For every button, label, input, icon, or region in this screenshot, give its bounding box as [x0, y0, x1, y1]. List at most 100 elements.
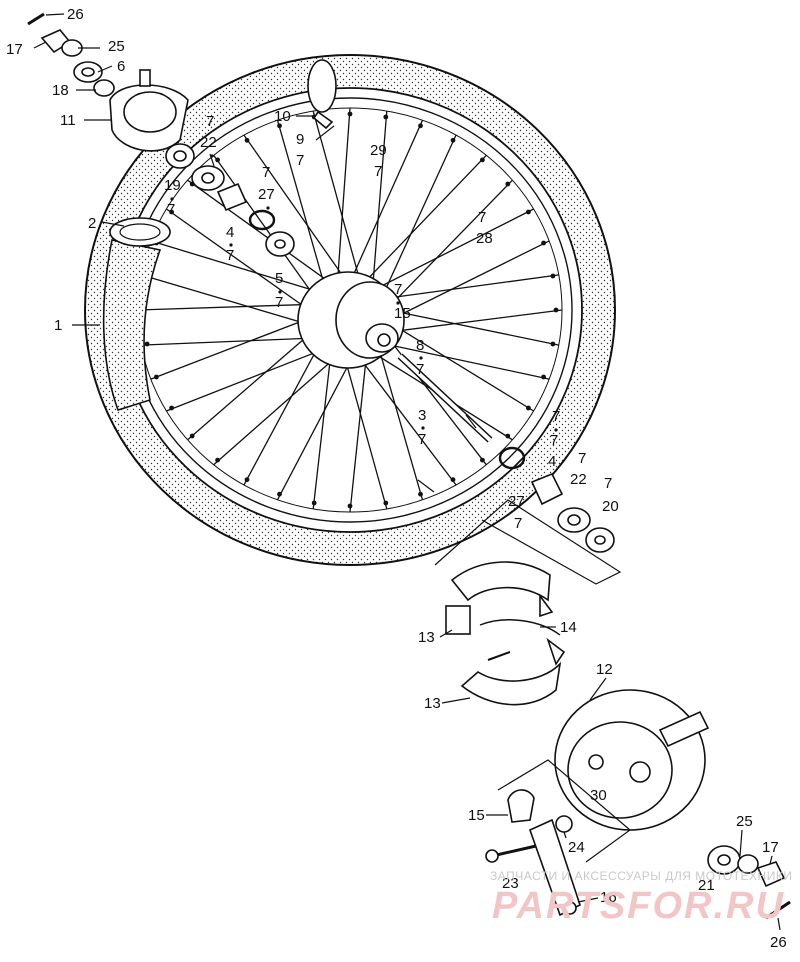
label-12: 12 [596, 661, 613, 678]
label-22-right: 22 [570, 471, 587, 488]
spoke-nipple [311, 500, 317, 506]
cotter-pin-bottom [765, 900, 791, 920]
spoke-nipple [244, 477, 250, 483]
label-27-top: 27 [258, 186, 275, 203]
label-22-top: 22 [200, 134, 217, 151]
circlip-27-right [498, 446, 526, 470]
label-3-sub: 7 [418, 431, 426, 448]
label-29: 29 [370, 142, 387, 159]
spoke-nipple [169, 209, 175, 215]
spoke [187, 179, 332, 284]
label-18: 18 [52, 82, 69, 99]
brake-cam-15 [507, 789, 535, 823]
spoke [388, 274, 559, 299]
spoke [378, 208, 534, 288]
spoke [383, 134, 457, 293]
group-bracket-right [434, 499, 622, 585]
label-7-h: 7 [604, 475, 612, 492]
label-19: 19 [164, 177, 181, 194]
spoke [243, 343, 321, 486]
label-25-bottom: 25 [736, 813, 753, 830]
nut-18 [93, 79, 115, 97]
label-15-hub: 15 [394, 305, 411, 322]
label-9: 9 [296, 131, 304, 148]
label-24: 24 [568, 839, 585, 856]
spoke-nipple [450, 137, 456, 143]
spoke-nipple [144, 341, 150, 347]
label-25-top: 25 [108, 38, 125, 55]
spoke-nipple [418, 123, 423, 129]
bearing-5-top [265, 231, 295, 257]
spoke [276, 357, 353, 501]
speedometer-gearbox [109, 69, 189, 152]
spoke-nipple [541, 374, 546, 380]
spoke-nipple [505, 181, 511, 187]
collar-6 [73, 61, 103, 83]
spoke [358, 357, 457, 486]
spoke [141, 337, 316, 346]
label-7-f: 7 [550, 432, 558, 449]
label-4-top: 4 [226, 224, 234, 241]
label-17-bottom: 17 [762, 839, 779, 856]
spoke [336, 107, 351, 281]
label-11: 11 [60, 112, 76, 129]
label-21: 21 [698, 877, 715, 894]
label-19-sub: 7 [167, 201, 175, 218]
spoke-nipple [550, 341, 556, 347]
label-5-top: 5 [275, 270, 283, 287]
spoke [391, 309, 563, 333]
spoke-nipple [189, 433, 195, 439]
label-28: 28 [476, 230, 493, 247]
label-7-e: 7 [552, 408, 560, 425]
group-bracket-lower [497, 759, 631, 863]
spoke-nipple [169, 405, 175, 411]
spoke-nipple [215, 457, 221, 463]
spoke [393, 240, 550, 319]
spoke [372, 111, 388, 284]
spoke [166, 348, 326, 412]
spoke [383, 343, 550, 380]
label-13-upper: 13 [418, 629, 435, 646]
spoke-nipple [244, 137, 250, 143]
brake-panel [554, 689, 710, 831]
label-7-b: 7 [262, 164, 270, 181]
spoke [344, 357, 388, 510]
spoke-nipple [215, 157, 221, 163]
cotter-pin-top [27, 12, 45, 26]
spoke [393, 310, 559, 346]
label-27-right-sub: 7 [514, 515, 522, 532]
label-13-lower: 13 [424, 695, 441, 712]
spoke-nipple [505, 433, 511, 439]
spoke-nipple [480, 457, 485, 463]
label-6: 6 [117, 58, 125, 75]
label-7-d: 7 [394, 281, 402, 298]
spoke-nipple [383, 500, 389, 506]
spoke [351, 119, 424, 279]
label-7-c: 7 [478, 209, 486, 226]
label-8-sub: 7 [416, 361, 424, 378]
brake-spring [479, 619, 561, 661]
label-14: 14 [560, 619, 577, 636]
spoke [393, 324, 534, 412]
label-26-bottom: 26 [770, 934, 787, 951]
spoke-nipple [418, 491, 423, 497]
rim-strip [307, 59, 337, 130]
spoke [150, 240, 321, 293]
collar-21 [707, 845, 741, 875]
spoke [150, 317, 311, 380]
spoke [213, 154, 317, 299]
brake-arm-16 [529, 818, 581, 917]
spoke [276, 120, 326, 288]
spoke-nipple [541, 240, 546, 246]
spoke-nipple [480, 157, 485, 163]
spoke [166, 208, 311, 312]
spoke [312, 352, 332, 509]
brake-shoe-upper [445, 561, 554, 635]
spoke-nipple [347, 503, 353, 509]
spoke [365, 154, 487, 281]
label-9-sub: 7 [296, 152, 304, 169]
label-17-top: 17 [6, 41, 23, 58]
spoke [187, 331, 313, 441]
spokes [137, 107, 563, 513]
